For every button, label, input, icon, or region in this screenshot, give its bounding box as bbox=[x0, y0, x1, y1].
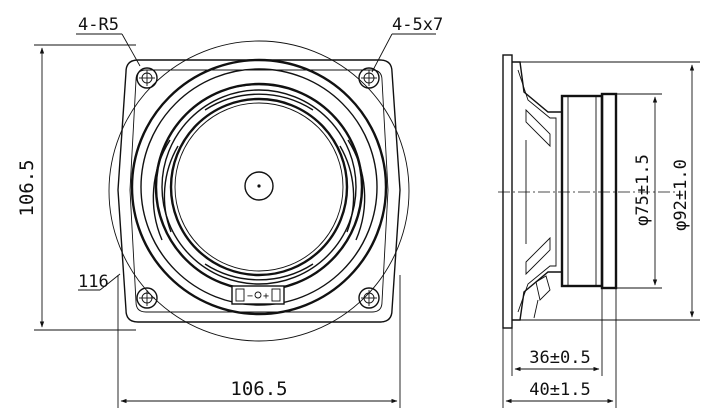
front-flange bbox=[502, 54, 513, 329]
leader-corner-radius-diag bbox=[121, 33, 141, 67]
dust-cap-center bbox=[257, 184, 261, 188]
height-label: 106.5 bbox=[16, 159, 38, 216]
basket-windows bbox=[152, 83, 366, 291]
side-terminal bbox=[535, 275, 551, 301]
mount-hole-top-left bbox=[136, 67, 158, 89]
holes-label: 4-5x7 bbox=[392, 15, 443, 35]
magnet-dia-label: φ75±1.5 bbox=[633, 154, 653, 226]
gasket-circle bbox=[130, 58, 388, 316]
inner-depth-label: 36±0.5 bbox=[529, 348, 590, 368]
cone-circle bbox=[169, 97, 349, 277]
leader-holes-diag bbox=[371, 33, 393, 73]
basket-inner-profile bbox=[517, 69, 557, 313]
surround-inner bbox=[161, 89, 357, 285]
square-frame bbox=[117, 59, 401, 323]
corner-radius-label: 4-R5 bbox=[78, 15, 119, 35]
dust-cap bbox=[244, 171, 274, 201]
cone-inner bbox=[174, 102, 344, 272]
terminal-plus-label: + bbox=[263, 291, 269, 302]
mount-hole-bottom-left bbox=[136, 287, 158, 309]
mount-hole-bottom-right bbox=[358, 287, 380, 309]
basket-dia-label: φ92±1.0 bbox=[671, 159, 691, 231]
terminal-block: − + bbox=[231, 285, 285, 305]
basket-circle bbox=[140, 68, 378, 306]
magnet-body bbox=[600, 92, 618, 290]
outer-rim-circle bbox=[108, 40, 410, 342]
leader-diameter-diag bbox=[99, 273, 121, 291]
mount-hole-top-right bbox=[358, 67, 380, 89]
diameter-label: 116 bbox=[78, 272, 109, 292]
inner-frame bbox=[129, 69, 389, 313]
front-view: − + 4-R5 4-5x7 116 106.5 106.5 bbox=[16, 15, 443, 408]
side-view: φ75±1.5 φ92±1.0 36±0.5 40±1.5 bbox=[498, 54, 700, 408]
terminal-minus-label: − bbox=[247, 291, 253, 302]
total-depth-label: 40±1.5 bbox=[529, 380, 590, 400]
width-label: 106.5 bbox=[230, 378, 287, 400]
